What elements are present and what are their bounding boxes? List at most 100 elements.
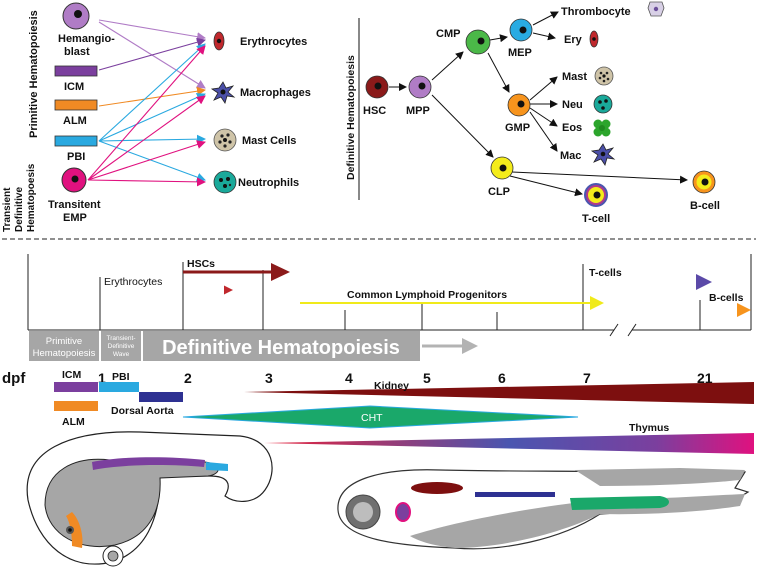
mac-cell [590,143,616,166]
hemangioblast-cell [62,2,90,30]
axis-break-mark [627,323,637,337]
pbi-region [206,462,228,471]
larva-dorsal-aorta [475,492,555,497]
thrombocyte-cell [647,1,665,17]
dpf-tick: 4 [345,370,353,386]
thymus-wedge [264,433,754,454]
pbi-label: PBI [67,151,85,163]
dorsal-aorta-bar [139,392,183,402]
kidney-wedge [244,382,754,404]
transient-phase-label: Definitive [108,343,135,350]
primitive-phase-label: Hematopoiesis [33,348,96,359]
dpf-tick: 5 [423,370,431,386]
dpf-label: dpf [2,370,26,387]
clp-arrow-head [590,296,604,310]
transient-section-label: Transient Definitive Hematopoesis [2,163,37,232]
larva-thymus [395,502,411,522]
bcell-label: B-cell [690,200,720,212]
tcell-label: T-cell [582,213,610,225]
dpf-tick: 21 [697,370,713,386]
erythrocytes-label: Erythrocytes [240,36,307,48]
pbi-bar [54,135,98,147]
bcells-arrow-head [737,303,751,317]
larva-illustration [337,468,750,550]
primitive-section: Primitive Hematopoiesis Transient Defini… [2,2,311,232]
macrophage-cell [210,81,236,104]
hemangioblast-label: blast [64,46,90,58]
alm-region [66,512,83,548]
mpp-label: MPP [406,105,430,117]
transient-label-line: Hematopoesis [26,163,37,232]
hscs-arrow-head [271,263,290,281]
primitive-arrows [87,19,206,187]
bcells-arrow-label: B-cells [709,292,744,304]
gmp-label: GMP [505,122,530,134]
clp-label: CLP [488,186,510,198]
clp-cell [490,156,514,180]
dpf-tick: 6 [498,370,506,386]
definitive-phase-arrow-head [462,338,478,354]
icm-bar [54,65,98,77]
icm-site-bar [54,382,98,392]
clp-arrow-label: Common Lymphoid Progenitors [347,289,507,301]
definitive-section-label: Definitive Hematopoiesis [345,55,357,180]
embryo-illustration [26,431,273,567]
thymus-label: Thymus [629,422,669,434]
neu-label: Neu [562,99,583,111]
mast-cells-label: Mast Cells [242,135,296,147]
transient-phase-label: Wave [113,351,130,358]
dorsal-aorta-label: Dorsal Aorta [111,405,174,417]
tcells-arrow-head [696,274,712,290]
mep-cell [509,18,533,42]
definitive-phase-box [143,331,420,361]
eos-label: Eos [562,122,582,134]
mast-cell-def [594,66,614,86]
icm-label: ICM [64,81,84,93]
alm-site-bar [54,401,98,411]
larva-cht [570,496,669,510]
pbi-site-bar [99,382,139,392]
hemangioblast-label: Hemangio- [58,33,115,45]
transient-label-line: Definitive [14,187,25,232]
thrombocyte-label: Thrombocyte [561,6,631,18]
hsc-label: HSC [363,105,386,117]
ery-cell [589,30,599,48]
mep-label: MEP [508,47,532,59]
alm-bar [54,99,98,111]
definitive-section: Definitive Hematopoiesis HSC MPP [345,1,720,225]
icm-site-label: ICM [62,369,82,381]
neutrophil-cell [213,170,237,194]
primitive-phase-box [29,331,99,361]
timeline: Erythrocytes HSCs Common Lymphoid Progen… [2,254,754,454]
bcell-cell [692,170,716,194]
dpf-tick: 1 [98,370,106,386]
transient-label-line: Transient [2,187,13,232]
axis-break-mark [609,323,619,337]
dpf-tick: 7 [583,370,591,386]
kidney-label: Kidney [374,380,409,392]
icm-region [92,457,205,470]
neutrophils-label: Neutrophils [238,177,299,189]
cht-diamond [182,405,579,429]
definitive-phase-label: Definitive Hematopoiesis [162,337,400,359]
mac-label: Mac [560,150,581,162]
primitive-phase-label: Primitive [46,336,82,347]
cmp-label: CMP [436,28,460,40]
larva-kidney [411,482,463,494]
definitive-arrows [389,11,688,197]
emp-label: EMP [63,212,87,224]
cmp-cell [465,29,491,55]
mpp-cell [408,75,432,99]
timeline-grid [27,254,752,330]
erythrocytes-arrow-label: Erythrocytes [104,276,162,288]
macrophages-label: Macrophages [240,87,311,99]
alm-site-label: ALM [62,416,85,428]
primitive-section-label: Primitive Hematopoiesis [28,10,40,138]
alm-label: ALM [63,115,87,127]
dpf-tick: 2 [184,370,192,386]
eos-cell [593,119,611,137]
dpf-tick: 3 [265,370,273,386]
neu-cell [593,94,613,114]
emp-label: Transitent [48,199,101,211]
